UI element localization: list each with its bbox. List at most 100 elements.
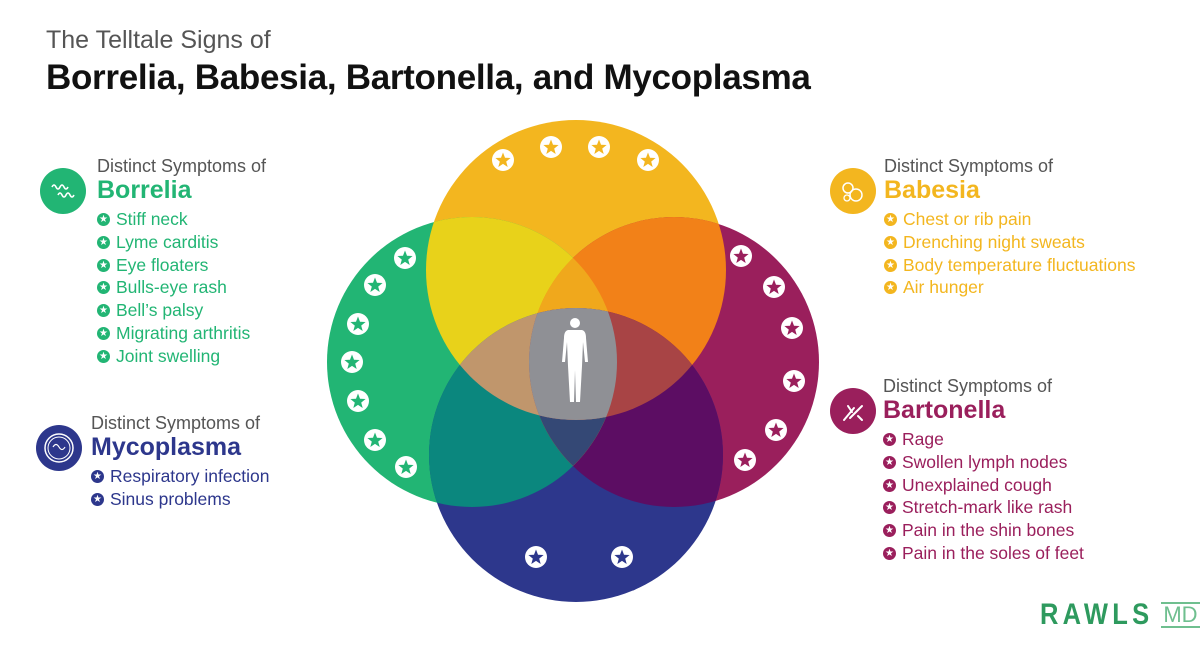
star-bullet-icon <box>97 257 110 274</box>
star-bullet-icon <box>883 454 896 471</box>
star-bullet-icon <box>97 279 110 296</box>
mycoplasma-symptom-list: Respiratory infectionSinus problems <box>91 465 270 511</box>
symptom-item: Bell’s palsy <box>97 299 266 322</box>
babesia-symptom-list: Chest or rib painDrenching night sweatsB… <box>884 208 1136 299</box>
symptom-text: Lyme carditis <box>116 231 219 252</box>
symptom-item: Pain in the shin bones <box>883 519 1084 542</box>
star-icon <box>364 429 386 451</box>
bartonella-name: Bartonella <box>883 396 1006 424</box>
bartonella-subtitle: Distinct Symptoms of <box>883 376 1053 396</box>
star-icon <box>395 456 417 478</box>
bacteria-icon <box>830 388 876 434</box>
symptom-text: Swollen lymph nodes <box>902 451 1068 472</box>
symptom-item: Eye floaters <box>97 254 266 277</box>
spirochete-icon <box>40 168 86 214</box>
star-bullet-icon <box>91 491 104 508</box>
borrelia-name: Borrelia <box>97 176 192 204</box>
borrelia-symptom-list: Stiff neckLyme carditisEye floatersBulls… <box>97 208 266 368</box>
symptom-text: Unexplained cough <box>902 474 1052 495</box>
symptom-text: Chest or rib pain <box>903 209 1032 229</box>
star-icon <box>763 276 785 298</box>
title-line-2: Borrelia, Babesia, Bartonella, and Mycop… <box>46 58 811 97</box>
cell-icon <box>36 425 82 471</box>
symptom-item: Rage <box>883 428 1084 451</box>
star-icon <box>734 449 756 471</box>
symptom-text: Drenching night sweats <box>903 231 1085 252</box>
star-icon <box>781 317 803 339</box>
star-bullet-icon <box>883 499 896 516</box>
symptom-item: Pain in the soles of feet <box>883 542 1084 565</box>
symptom-text: Bell’s palsy <box>116 300 204 321</box>
symptom-item: Respiratory infection <box>91 465 270 488</box>
symptom-text: Pain in the shin bones <box>902 520 1075 541</box>
bartonella-symptom-list: RageSwollen lymph nodesUnexplained cough… <box>883 428 1084 565</box>
star-bullet-icon <box>884 279 897 296</box>
logo-main: RAWLS <box>1040 598 1154 631</box>
star-bullet-icon <box>884 257 897 274</box>
star-bullet-icon <box>97 211 110 228</box>
logo-suffix: MD <box>1161 602 1200 628</box>
symptom-text: Sinus problems <box>110 488 231 509</box>
symptom-text: Joint swelling <box>116 345 221 366</box>
borrelia-subtitle: Distinct Symptoms of <box>97 156 267 176</box>
mycoplasma-section: Distinct Symptoms of Mycoplasma Respirat… <box>36 413 270 511</box>
babesia-name: Babesia <box>884 176 980 204</box>
symptom-item: Joint swelling <box>97 345 266 368</box>
human-figure-icon <box>562 318 588 402</box>
title-line-1: The Telltale Signs of <box>46 26 271 54</box>
star-bullet-icon <box>97 348 110 365</box>
symptom-item: Chest or rib pain <box>884 208 1136 231</box>
star-bullet-icon <box>883 545 896 562</box>
star-bullet-icon <box>884 211 897 228</box>
symptom-text: Stiff neck <box>116 209 188 229</box>
star-bullet-icon <box>883 477 896 494</box>
symptom-item: Stretch-mark like rash <box>883 496 1084 519</box>
symptom-item: Body temperature fluctuations <box>884 254 1136 277</box>
blood-cells-icon <box>830 168 876 214</box>
star-bullet-icon <box>97 234 110 251</box>
symptom-text: Air hunger <box>903 277 984 298</box>
symptom-text: Pain in the soles of feet <box>902 542 1084 563</box>
rawls-md-logo: RAWLS MD <box>1040 598 1200 632</box>
symptom-item: Air hunger <box>884 276 1136 299</box>
symptom-text: Eye floaters <box>116 254 209 275</box>
symptom-text: Rage <box>902 429 944 449</box>
symptom-item: Bulls-eye rash <box>97 276 266 299</box>
babesia-subtitle: Distinct Symptoms of <box>884 156 1054 176</box>
borrelia-section: Distinct Symptoms of Borrelia Stiff neck… <box>40 156 266 368</box>
star-icon <box>540 136 562 158</box>
star-icon <box>492 149 514 171</box>
star-icon <box>611 546 633 568</box>
symptom-text: Migrating arthritis <box>116 322 251 343</box>
star-bullet-icon <box>884 234 897 251</box>
mycoplasma-name: Mycoplasma <box>91 433 242 461</box>
star-bullet-icon <box>883 431 896 448</box>
star-icon <box>783 370 805 392</box>
mycoplasma-subtitle: Distinct Symptoms of <box>91 413 261 433</box>
star-icon <box>341 351 363 373</box>
star-icon <box>588 136 610 158</box>
symptom-item: Swollen lymph nodes <box>883 451 1084 474</box>
symptom-text: Body temperature fluctuations <box>903 254 1136 275</box>
symptom-item: Sinus problems <box>91 488 270 511</box>
symptom-item: Drenching night sweats <box>884 231 1136 254</box>
symptom-item: Migrating arthritis <box>97 322 266 345</box>
star-icon <box>637 149 659 171</box>
symptom-item: Lyme carditis <box>97 231 266 254</box>
symptom-item: Unexplained cough <box>883 474 1084 497</box>
star-icon <box>525 546 547 568</box>
bartonella-section: Distinct Symptoms of Bartonella RageSwol… <box>830 376 1084 565</box>
star-bullet-icon <box>883 522 896 539</box>
star-icon <box>347 313 369 335</box>
star-bullet-icon <box>91 468 104 485</box>
star-icon <box>347 390 369 412</box>
star-icon <box>765 419 787 441</box>
star-icon <box>394 247 416 269</box>
star-icon <box>730 245 752 267</box>
symptom-item: Stiff neck <box>97 208 266 231</box>
symptom-text: Respiratory infection <box>110 466 270 486</box>
star-bullet-icon <box>97 302 110 319</box>
star-bullet-icon <box>97 325 110 342</box>
symptom-text: Bulls-eye rash <box>116 277 227 298</box>
